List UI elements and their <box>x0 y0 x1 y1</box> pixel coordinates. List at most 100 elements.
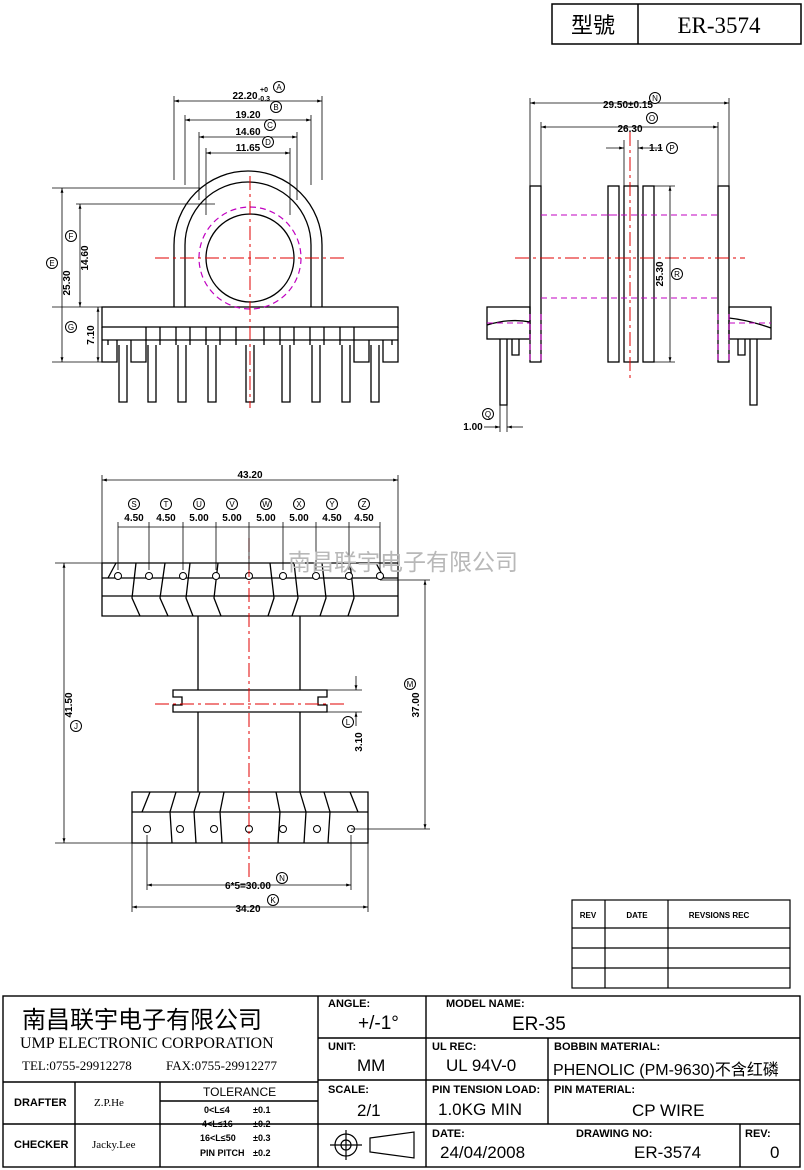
dim-G-value: 7.10 <box>86 325 97 345</box>
ref-marker-B: B <box>270 101 282 113</box>
svg-text:X: X <box>296 500 302 509</box>
ref-marker-D: D <box>262 136 274 148</box>
bottom-view <box>101 562 399 844</box>
pitch-S-value: 4.50 <box>124 513 144 524</box>
drafter-value: Z.P.He <box>94 1097 124 1109</box>
bottom-view-dimension-texts: 43.20 4.50 4.50 5.00 5.00 5.00 5.00 4.50… <box>64 470 422 915</box>
ref-marker-J: J <box>70 720 82 732</box>
svg-text:O: O <box>649 114 655 123</box>
pitch-X-value: 5.00 <box>289 513 309 524</box>
rev-table-header-rev: REV <box>580 911 597 920</box>
rev-value: 0 <box>770 1143 780 1162</box>
side-view-dimension-texts: 29.50±0.15 26.30 1.1 25.30 1.00 <box>463 100 666 433</box>
dim-A-tolerance: +0 <box>260 87 268 94</box>
flange-L-value: 3.10 <box>354 732 365 752</box>
model-name-label: MODEL NAME: <box>446 998 525 1010</box>
dim-N-value: 29.50±0.15 <box>603 100 653 111</box>
svg-text:B: B <box>273 103 278 112</box>
angle-value: +/-1° <box>358 1013 399 1034</box>
svg-text:V: V <box>229 500 235 509</box>
tolerance-range-3: 16<L≤50 <box>200 1133 236 1143</box>
company-name-en: UMP ELECTRONIC CORPORATION <box>20 1035 274 1052</box>
unit-label: UNIT: <box>328 1041 357 1053</box>
dim-A-value: 22.20 <box>232 91 257 102</box>
side-view <box>486 185 772 406</box>
ref-marker-X: X <box>293 498 305 510</box>
ref-marker-P: P <box>666 142 678 154</box>
height-J-value: 41.50 <box>64 692 75 717</box>
svg-text:P: P <box>669 144 674 153</box>
svg-text:G: G <box>68 323 74 332</box>
svg-text:T: T <box>164 500 169 509</box>
dim-C-value: 14.60 <box>235 127 260 138</box>
svg-text:A: A <box>276 83 282 92</box>
svg-text:L: L <box>346 718 351 727</box>
drawing-no-value: ER-3574 <box>634 1143 702 1162</box>
ref-marker-Z: Z <box>358 498 370 510</box>
side-view-hidden-lines <box>487 214 771 360</box>
model-name-value: ER-35 <box>512 1014 566 1035</box>
ref-marker-C: C <box>264 119 276 131</box>
ref-marker-N: N <box>649 92 661 104</box>
front-view-centerlines <box>155 176 345 408</box>
svg-text:E: E <box>49 259 54 268</box>
unit-value: MM <box>357 1056 386 1075</box>
height-M-value: 37.00 <box>411 692 422 717</box>
dim-R-value: 25.30 <box>655 261 666 286</box>
projection-symbol <box>330 1130 415 1160</box>
ref-marker-M: M <box>404 678 416 690</box>
bottom-view-pin-holes <box>114 572 384 833</box>
base-width-value: 34.20 <box>235 904 260 915</box>
front-view-ref-markers: A B C D E F G <box>46 81 285 333</box>
rev-table-header-rec: REVSIONS REC <box>689 911 750 920</box>
svg-text:M: M <box>407 680 414 689</box>
ul-value: UL 94V-0 <box>446 1056 517 1075</box>
date-value: 24/04/2008 <box>440 1143 526 1162</box>
scale-value: 2/1 <box>357 1101 381 1120</box>
ref-marker-R: R <box>671 268 683 280</box>
ref-marker-F: F <box>65 230 77 242</box>
svg-text:J: J <box>74 722 78 731</box>
ref-marker-L: L <box>342 716 354 728</box>
drawing-no-label: DRAWING NO: <box>576 1128 653 1140</box>
ref-marker-N-bottom: N <box>276 872 288 884</box>
svg-text:U: U <box>196 500 202 509</box>
pin-span-value: 6*5=30.00 <box>225 881 271 892</box>
angle-label: ANGLE: <box>328 998 371 1010</box>
ref-marker-A: A <box>273 81 285 93</box>
svg-text:C: C <box>267 121 273 130</box>
front-view-dimension-lines <box>52 96 323 363</box>
title-block <box>2 995 801 1168</box>
dim-E-value: 25.30 <box>62 270 73 295</box>
model-label: 型號 <box>571 13 615 38</box>
ref-marker-Q: Q <box>482 408 494 420</box>
svg-text:Q: Q <box>485 410 491 419</box>
tolerance-range-2: 4<L≤16 <box>202 1119 233 1129</box>
pitch-Z-value: 4.50 <box>354 513 374 524</box>
date-label: DATE: <box>432 1128 465 1140</box>
svg-text:D: D <box>265 138 271 147</box>
bottom-view-ref-markers: S T U V W X Y Z J M L N K <box>70 498 416 906</box>
tolerance-range-1: 0<L≤4 <box>204 1105 230 1115</box>
ref-marker-G: G <box>65 321 77 333</box>
side-view-ref-markers: N O P R Q <box>482 92 683 420</box>
ref-marker-O: O <box>646 112 658 124</box>
ref-marker-V: V <box>226 498 238 510</box>
ref-marker-K: K <box>267 894 279 906</box>
dim-B-value: 19.20 <box>235 110 260 121</box>
svg-text:Z: Z <box>362 500 367 509</box>
tolerance-value-4: ±0.2 <box>253 1148 271 1158</box>
rev-label: REV: <box>745 1128 771 1140</box>
checker-value: Jacky.Lee <box>92 1139 136 1151</box>
svg-text:N: N <box>652 94 658 103</box>
dim-Q-value: 1.00 <box>463 422 483 433</box>
bottom-view-centerlines <box>155 538 345 880</box>
side-view-dimension-lines <box>484 98 730 432</box>
company-tel: TEL:0755-29912278 <box>22 1058 132 1073</box>
svg-text:N: N <box>279 874 285 883</box>
drafter-label: DRAFTER <box>14 1097 67 1109</box>
front-view-dimension-texts: 22.20 +0 -0.3 19.20 14.60 11.65 25.30 14… <box>62 87 270 345</box>
checker-label: CHECKER <box>14 1139 69 1151</box>
tolerance-range-4: PIN PITCH <box>200 1148 245 1158</box>
company-fax: FAX:0755-29912277 <box>166 1058 277 1073</box>
